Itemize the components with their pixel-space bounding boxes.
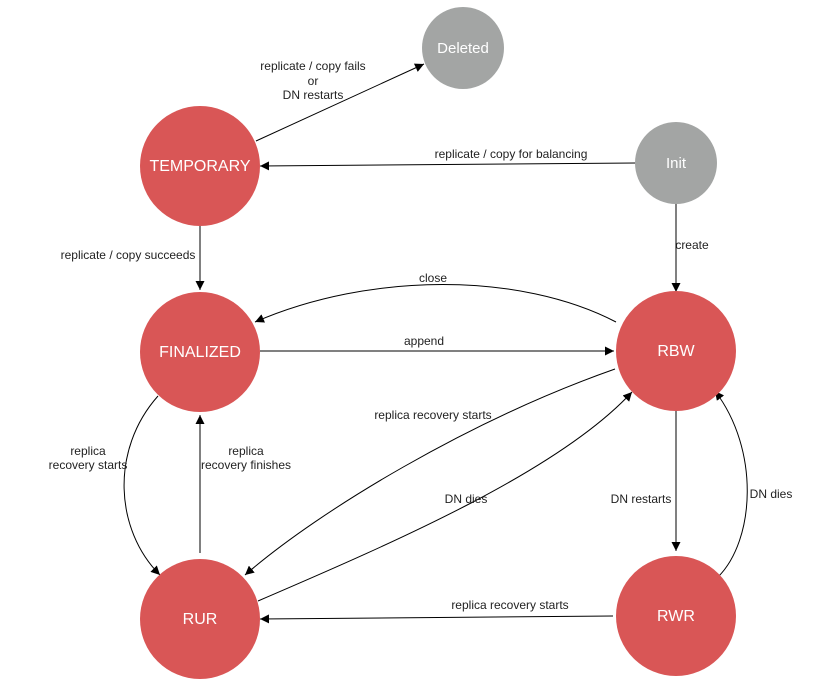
state-rur-label: RUR <box>183 611 218 628</box>
label-init-to-temporary: replicate / copy for balancing <box>435 147 588 161</box>
label-temporary-to-finalized: replicate / copy succeeds <box>61 248 196 262</box>
state-rwr-node <box>616 556 736 676</box>
state-rur: RUR <box>140 559 260 679</box>
state-finalized: FINALIZED <box>140 292 260 412</box>
edge-rwr-to-rbw <box>714 390 748 578</box>
state-temporary-label: TEMPORARY <box>149 158 250 175</box>
edge-temporary-to-deleted <box>255 63 425 142</box>
state-deleted-label: Deleted <box>437 40 489 57</box>
label-finalized-to-rur-line1: replica <box>70 444 106 458</box>
transition-labels: replicate / copy fails or DN restarts re… <box>49 59 793 612</box>
label-rbw-to-rur: replica recovery starts <box>374 408 491 422</box>
label-rur-to-finalized-line1: replica <box>228 444 264 458</box>
label-rbw-to-rwr: DN restarts <box>611 492 672 506</box>
state-temporary-node <box>140 106 260 226</box>
label-temporary-to-deleted-line3: DN restarts <box>283 88 344 102</box>
transition-edges <box>123 63 748 624</box>
state-init: Init <box>635 122 717 204</box>
label-finalized-to-rbw: append <box>404 334 444 348</box>
label-finalized-to-rur-line2: recovery starts <box>49 458 128 472</box>
edge-rur-to-rbw <box>257 391 633 602</box>
state-temporary: TEMPORARY <box>140 106 260 226</box>
edge-init-to-temporary <box>259 161 638 171</box>
state-rwr-label: RWR <box>657 608 695 625</box>
state-rbw: RBW <box>616 291 736 411</box>
state-rbw-node <box>616 291 736 411</box>
state-rbw-label: RBW <box>657 343 695 360</box>
label-rwr-to-rbw: DN dies <box>750 487 793 501</box>
edge-rbw-to-rur <box>244 368 616 576</box>
label-rbw-to-finalized: close <box>419 271 447 285</box>
state-init-node <box>635 122 717 204</box>
state-rwr: RWR <box>616 556 736 676</box>
state-init-label: Init <box>666 155 687 172</box>
state-deleted: Deleted <box>422 7 504 89</box>
edge-finalized-to-rur <box>123 395 161 576</box>
label-temporary-to-deleted-line1: replicate / copy fails <box>260 59 365 73</box>
label-init-to-rbw: create <box>675 238 709 252</box>
label-rur-to-finalized-line2: recovery finishes <box>201 458 291 472</box>
label-rwr-to-rur: replica recovery starts <box>451 598 568 612</box>
label-temporary-to-deleted-line2: or <box>308 74 319 88</box>
state-finalized-label: FINALIZED <box>159 344 241 361</box>
label-rur-to-rbw: DN dies <box>445 492 488 506</box>
edge-rwr-to-rur <box>259 614 614 624</box>
edge-rbw-to-finalized <box>254 284 617 323</box>
state-deleted-node <box>422 7 504 89</box>
state-rur-node <box>140 559 260 679</box>
state-finalized-node <box>140 292 260 412</box>
